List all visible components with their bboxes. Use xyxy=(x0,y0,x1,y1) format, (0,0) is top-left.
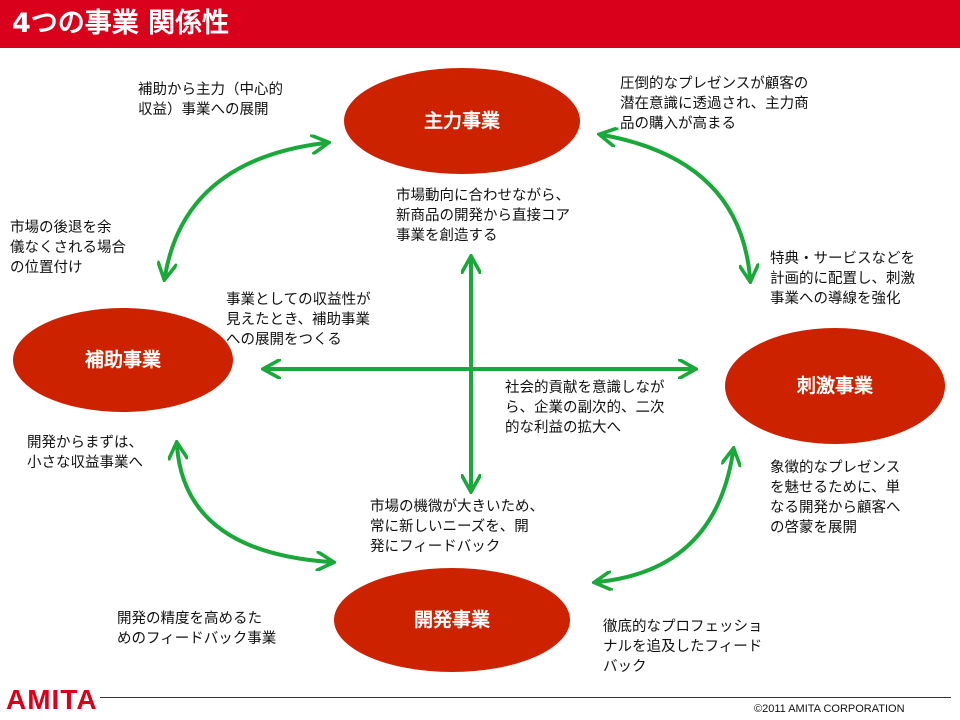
note-main-to-center: 市場動向に合わせながら、新商品の開発から直接コア事業を創造する xyxy=(396,188,570,244)
note-stimulus-from-main: 特典・サービスなどを計画的に配置し、刺激事業への導線を強化 xyxy=(770,251,915,307)
arrow-stimulus-development xyxy=(598,452,733,582)
node-development-label: 開発事業 xyxy=(413,609,490,631)
node-main-label: 主力事業 xyxy=(423,110,500,132)
note-stimulus-to-customers: 象徴的なプレゼンスを魅せるために、単なる開発から顧客への啓蒙を展開 xyxy=(770,460,901,536)
arrow-support-main xyxy=(165,143,325,276)
note-dev-precision: 開発の精度を高めるためのフィードバック事業 xyxy=(117,611,277,647)
amita-logo: AMITA xyxy=(6,684,98,715)
note-dev-professional: 徹底的なプロフェッショナルを追及したフィードバック xyxy=(603,619,763,675)
note-support-position: 市場の後退を余儀なくされる場合の位置付け xyxy=(10,220,126,276)
note-profit-to-support: 事業としての収益性が見えたとき、補助事業への展開をつくる xyxy=(226,292,371,348)
note-support-to-main: 補助から主力（中心的収益）事業への展開 xyxy=(138,82,283,118)
node-stimulus-business xyxy=(725,328,945,444)
copyright-text: ©2011 AMITA CORPORATION xyxy=(754,703,905,715)
footer-divider xyxy=(100,697,951,698)
node-development-business xyxy=(334,568,570,672)
node-support-label: 補助事業 xyxy=(84,349,161,371)
note-social-contribution: 社会的貢献を意識しながら、企業の副次的、二次的な利益の拡大へ xyxy=(505,380,665,436)
arrow-support-development xyxy=(177,446,330,562)
note-dev-to-support: 開発からまずは、小さな収益事業へ xyxy=(27,435,143,471)
title-bar: 4つの事業 関係性 xyxy=(0,0,960,48)
node-support-business xyxy=(13,308,233,412)
node-stimulus-label: 刺激事業 xyxy=(796,375,873,397)
node-main-business xyxy=(344,68,580,174)
note-main-to-stimulus: 圧倒的なプレゼンスが顧客の潜在意識に透過され、主力商品の購入が高まる xyxy=(620,76,809,132)
arrow-main-stimulus xyxy=(603,135,750,278)
note-dev-market: 市場の機微が大きいため、常に新しいニーズを、開発にフィードバック xyxy=(370,499,544,555)
page-title: 4つの事業 関係性 xyxy=(12,8,230,39)
